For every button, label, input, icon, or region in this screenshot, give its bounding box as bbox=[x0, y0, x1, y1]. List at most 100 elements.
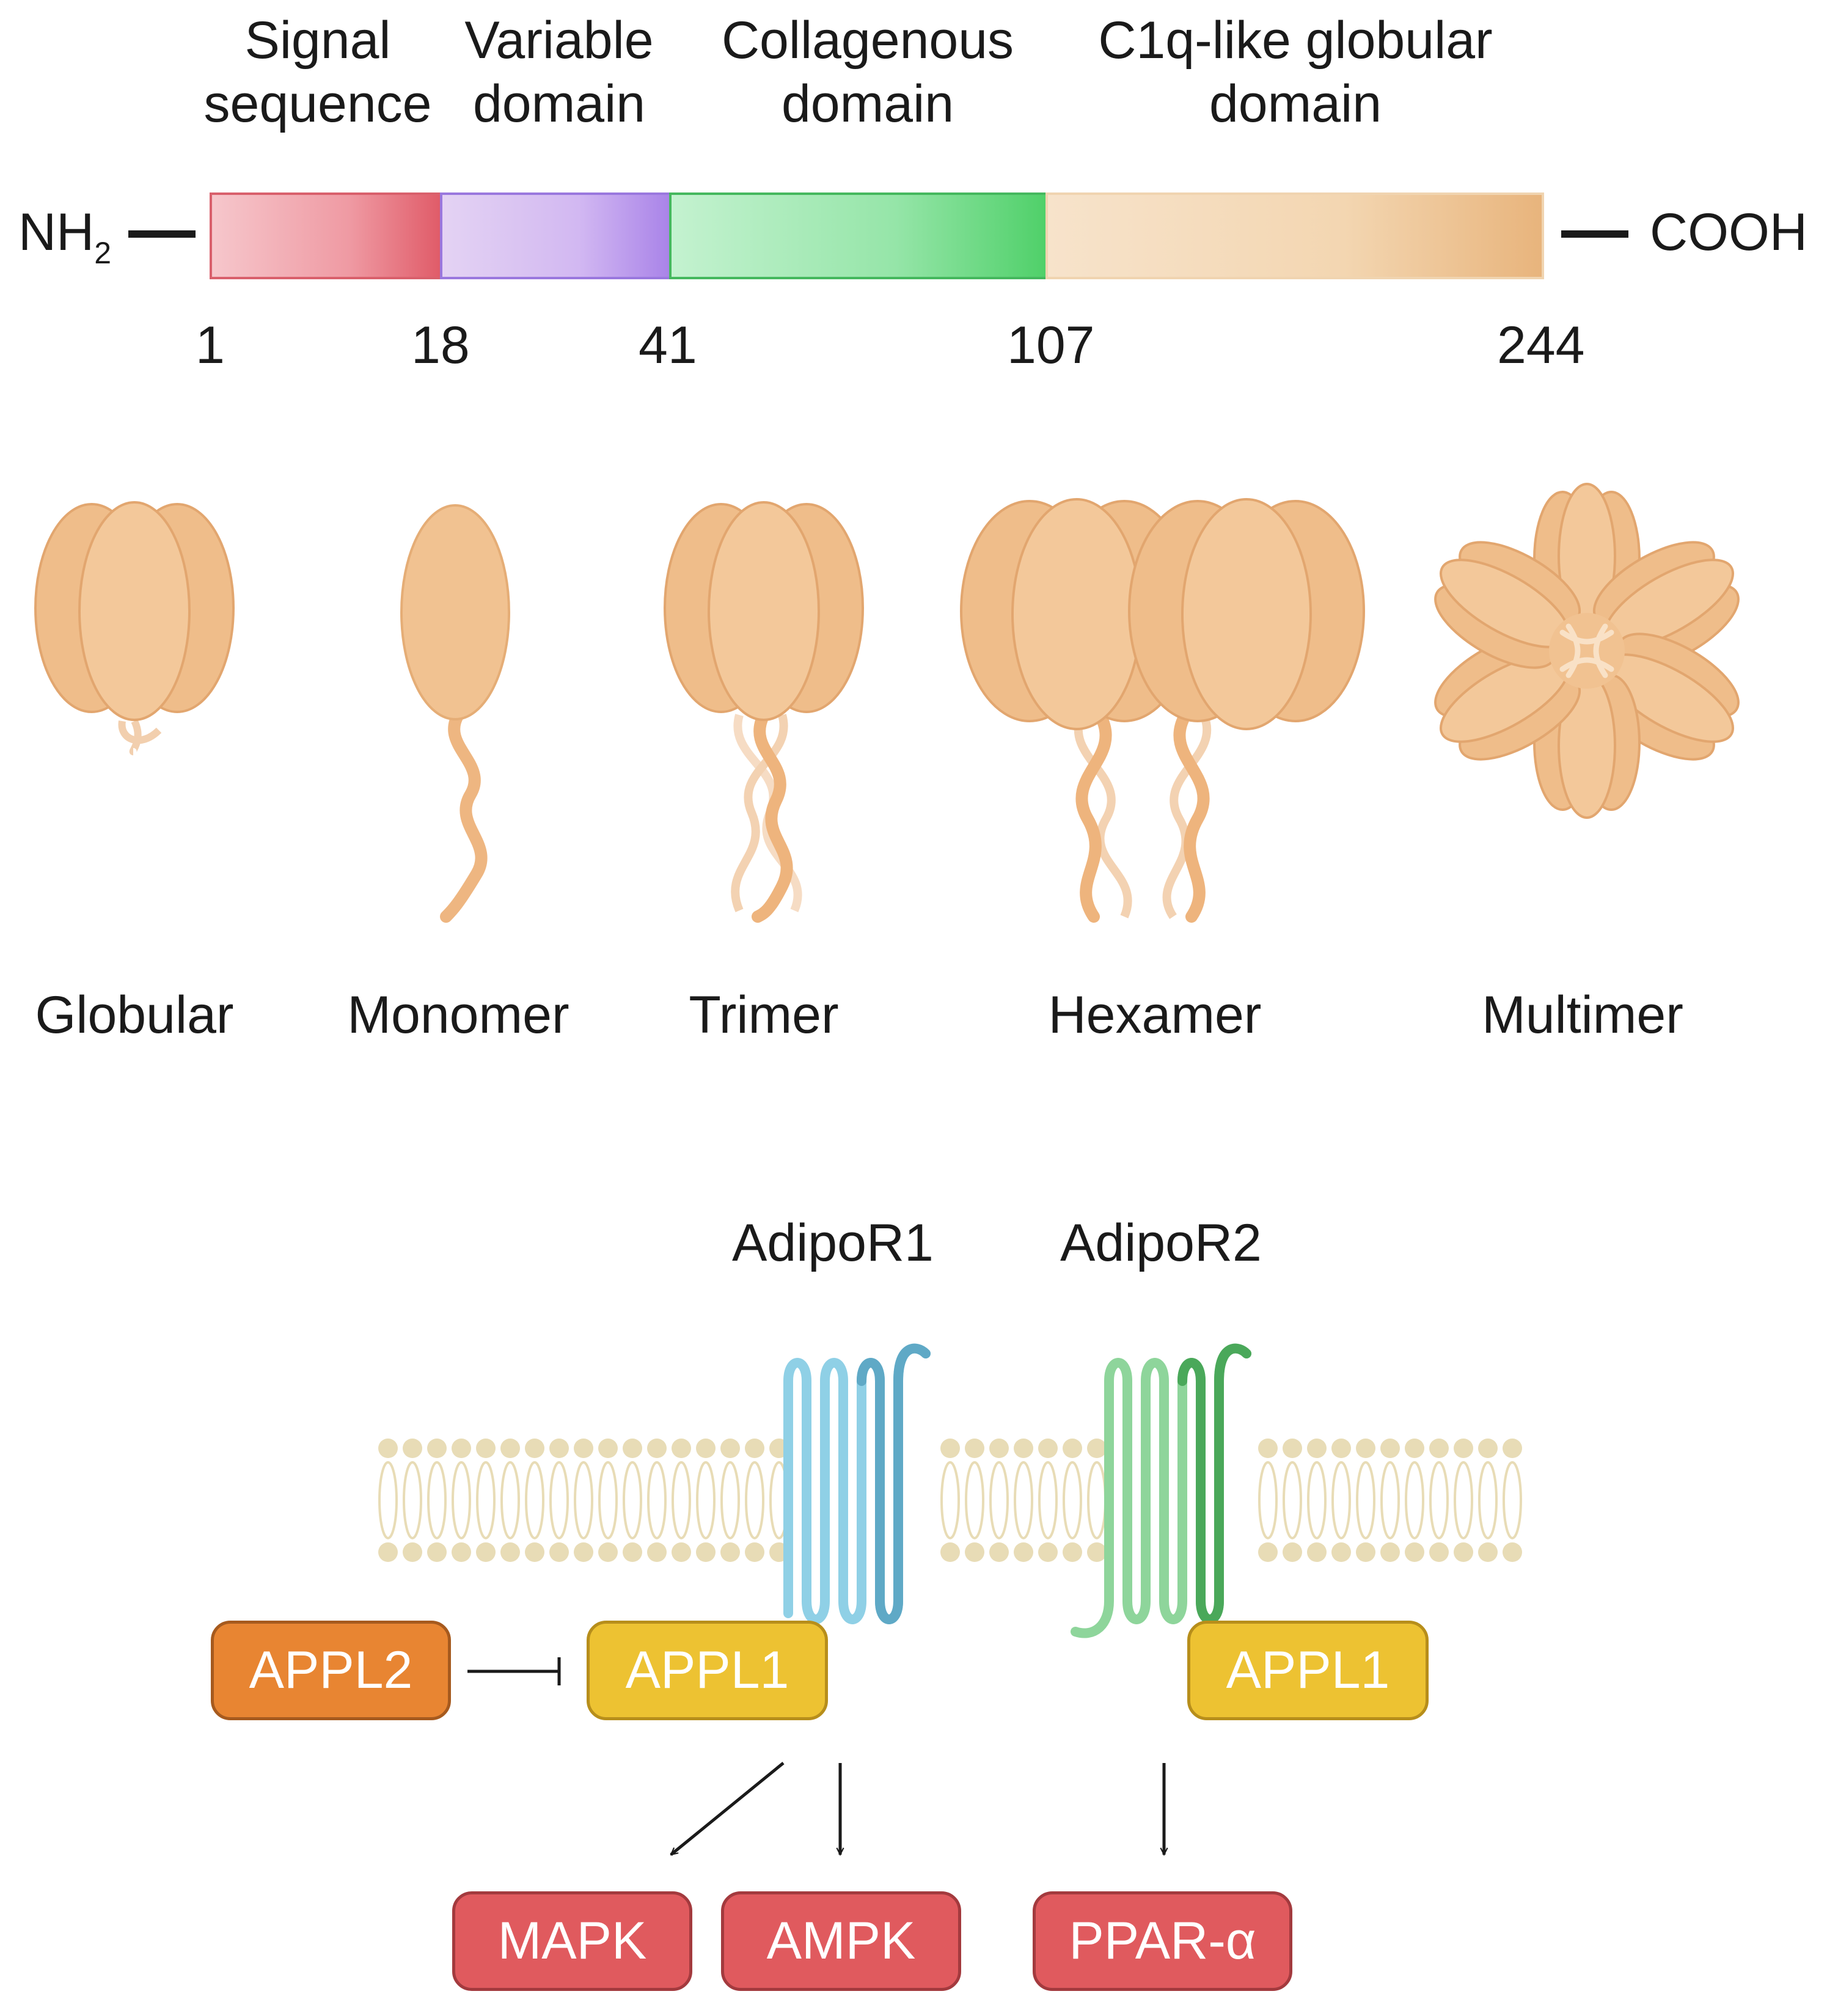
lipid-tail bbox=[476, 1461, 496, 1539]
lipid-head bbox=[1380, 1439, 1400, 1458]
appl2-label: APPL2 bbox=[249, 1641, 413, 1699]
multimer-oligomer bbox=[1434, 483, 1740, 819]
lipid-tail bbox=[1038, 1461, 1058, 1539]
lipid-head bbox=[1307, 1542, 1327, 1562]
lipid-tail bbox=[500, 1461, 520, 1539]
lipid-head bbox=[427, 1542, 447, 1562]
lipid-head bbox=[1454, 1439, 1473, 1458]
lipid-tail bbox=[1331, 1461, 1351, 1539]
lipid-tail bbox=[965, 1461, 984, 1539]
lipid-head bbox=[672, 1439, 691, 1458]
lipid-tail bbox=[452, 1461, 471, 1539]
lipid-head bbox=[549, 1439, 569, 1458]
collagenous-domain-label-line2: domain bbox=[781, 75, 954, 133]
globular-domain-label-line2: domain bbox=[1209, 75, 1382, 133]
lipid-head bbox=[745, 1439, 764, 1458]
lipid-tail bbox=[1087, 1461, 1107, 1539]
lipid-tail bbox=[720, 1461, 740, 1539]
lipid-head bbox=[1258, 1439, 1278, 1458]
lipid-head bbox=[1014, 1542, 1033, 1562]
ampk-box: AMPK bbox=[721, 1891, 961, 1991]
lipid-head bbox=[720, 1542, 740, 1562]
lipid-head bbox=[452, 1542, 471, 1562]
lipid-tail bbox=[1380, 1461, 1400, 1539]
variable-domain-label-line1: Variable bbox=[464, 11, 654, 70]
lipid-head bbox=[940, 1439, 960, 1458]
label-globular: Globular bbox=[35, 986, 234, 1044]
globular-oligomer bbox=[34, 501, 235, 755]
collagenous-domain-label-line1: Collagenous bbox=[721, 11, 1014, 70]
position-18: 18 bbox=[411, 316, 470, 375]
mapk-box: MAPK bbox=[452, 1891, 692, 1991]
cell-membrane bbox=[378, 1439, 1522, 1562]
lipid-head bbox=[989, 1439, 1009, 1458]
position-1: 1 bbox=[196, 316, 225, 375]
lipid-head bbox=[1063, 1542, 1082, 1562]
mapk-label: MAPK bbox=[497, 1912, 647, 1970]
lipid-tail bbox=[1454, 1461, 1473, 1539]
n-terminus-label: NH2 bbox=[18, 202, 111, 284]
position-41: 41 bbox=[639, 316, 697, 375]
lipid-head bbox=[1331, 1439, 1351, 1458]
appl1-label-right: APPL1 bbox=[1226, 1641, 1390, 1699]
lipid-head bbox=[476, 1439, 496, 1458]
signal-sequence-segment bbox=[210, 192, 442, 279]
lipid-tail bbox=[1258, 1461, 1278, 1539]
lipid-tail bbox=[1307, 1461, 1327, 1539]
globular-domain-label: C1q-like globular domain bbox=[1063, 9, 1528, 136]
lipid-tail bbox=[623, 1461, 642, 1539]
lipid-tail bbox=[1063, 1461, 1082, 1539]
lipid-head bbox=[647, 1542, 667, 1562]
ampk-label: AMPK bbox=[766, 1912, 916, 1970]
lipid-head bbox=[1087, 1542, 1107, 1562]
lipid-tail bbox=[525, 1461, 544, 1539]
signal-sequence-label-line2: sequence bbox=[203, 75, 432, 133]
lipid-tail bbox=[1478, 1461, 1498, 1539]
appl2-box: APPL2 bbox=[211, 1621, 451, 1720]
variable-domain-label: Variable domain bbox=[446, 9, 672, 136]
lipid-head bbox=[525, 1439, 544, 1458]
lipid-head bbox=[1405, 1439, 1424, 1458]
lipid-tail bbox=[1283, 1461, 1302, 1539]
lipid-tail bbox=[1014, 1461, 1033, 1539]
lipid-head bbox=[1087, 1439, 1107, 1458]
ppar-alpha-box: PPAR-α bbox=[1033, 1891, 1292, 1991]
lipid-head bbox=[1307, 1439, 1327, 1458]
variable-domain-label-line2: domain bbox=[472, 75, 646, 133]
lipid-tail bbox=[403, 1461, 422, 1539]
label-adipor1: AdipoR1 bbox=[732, 1214, 934, 1272]
lipid-head bbox=[378, 1542, 398, 1562]
label-trimer: Trimer bbox=[689, 986, 839, 1044]
lipid-tail bbox=[574, 1461, 593, 1539]
globular-domain-label-line1: C1q-like globular bbox=[1098, 11, 1493, 70]
label-adipor2: AdipoR2 bbox=[1060, 1214, 1262, 1272]
lipid-head bbox=[525, 1542, 544, 1562]
lipid-head bbox=[1478, 1439, 1498, 1458]
lipid-head bbox=[647, 1439, 667, 1458]
lipid-head bbox=[940, 1542, 960, 1562]
label-hexamer: Hexamer bbox=[1048, 986, 1262, 1044]
lipid-head bbox=[574, 1542, 593, 1562]
adipor2-receptor bbox=[1071, 1343, 1251, 1638]
lipid-tail bbox=[745, 1461, 764, 1539]
signal-sequence-label-line1: Signal bbox=[244, 11, 391, 70]
lipid-head bbox=[403, 1542, 422, 1562]
lipid-head bbox=[623, 1542, 642, 1562]
lipid-tail bbox=[1356, 1461, 1375, 1539]
lipid-tail bbox=[696, 1461, 716, 1539]
lipid-head bbox=[1283, 1542, 1302, 1562]
signal-sequence-label: Signal sequence bbox=[202, 9, 434, 136]
lipid-head bbox=[989, 1542, 1009, 1562]
lipid-head bbox=[672, 1542, 691, 1562]
lipid-tail bbox=[1503, 1461, 1522, 1539]
lipid-head bbox=[1356, 1542, 1375, 1562]
lipid-head bbox=[1380, 1542, 1400, 1562]
appl1-box-adipor2: APPL1 bbox=[1187, 1621, 1429, 1720]
hexamer-oligomer bbox=[960, 498, 1365, 923]
lipid-head bbox=[403, 1439, 422, 1458]
lipid-head bbox=[476, 1542, 496, 1562]
lipid-head bbox=[549, 1542, 569, 1562]
lipid-tail bbox=[989, 1461, 1009, 1539]
lipid-head bbox=[598, 1542, 618, 1562]
